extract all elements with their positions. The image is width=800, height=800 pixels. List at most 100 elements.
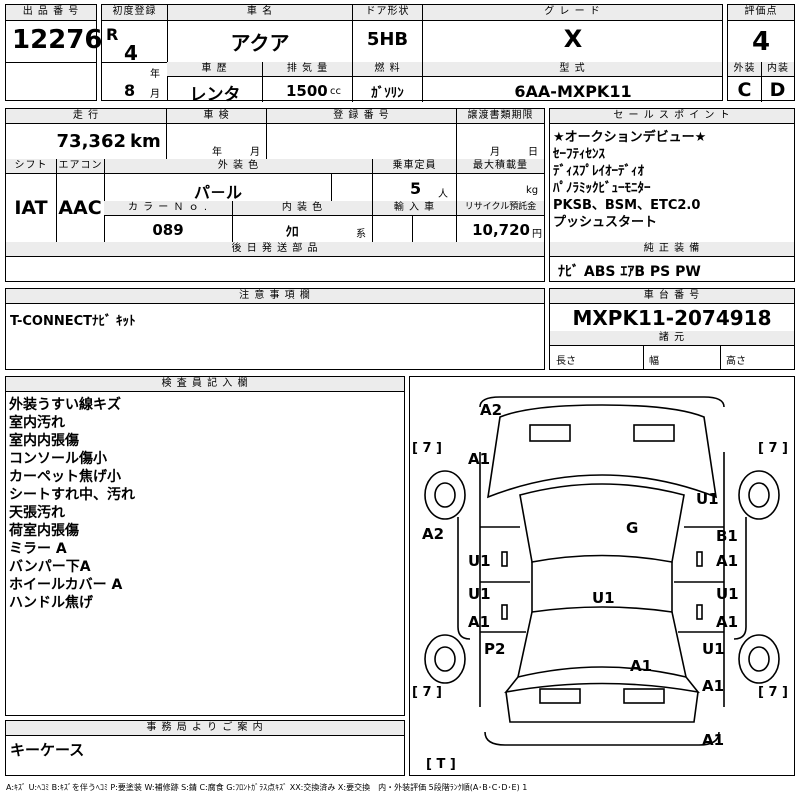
headlight-left xyxy=(539,688,581,704)
ac-label: エアコン xyxy=(56,159,104,174)
tire-front-right-depth: [ 7 ] xyxy=(412,685,442,700)
mileage-label: 走 行 xyxy=(6,109,166,124)
code-right-front-fender: P2 xyxy=(484,640,506,658)
tire-rear-right-hub xyxy=(434,482,456,508)
inspector-item: 天張汚れ xyxy=(9,505,65,521)
chassis-panel: 車 台 番 号 MXPK11-2074918 諸 元 長さ 幅 高さ xyxy=(549,288,795,370)
code-right-rear-fender: A1 xyxy=(468,450,491,468)
mileage-unit: km xyxy=(130,131,161,152)
inspector-item: ミラー A xyxy=(9,541,67,557)
car-name: アクア xyxy=(230,31,290,55)
transfer-deadline-label: 譲渡書類期限 xyxy=(456,109,544,124)
rear-panel-outline xyxy=(487,404,717,499)
inspection-year-unit: 年 xyxy=(212,147,222,158)
inspector-item: シートすれ中、汚れ xyxy=(9,487,135,503)
int-grade: D xyxy=(769,79,786,101)
windshield-outline xyxy=(516,611,688,679)
door-handle-lr xyxy=(696,551,703,567)
tire-front-left-depth: [ 7 ] xyxy=(758,685,788,700)
rear-bumper-outline xyxy=(479,396,725,408)
hood-outline xyxy=(504,676,700,694)
sales-points-list: ★オークションデビュー★ ｾｰﾌﾃｨｾﾝｽ ﾃﾞｨｽﾌﾟﾚｲｵｰﾃﾞｨｵ ﾊﾟﾉ… xyxy=(553,129,793,241)
inspector-item: コンソール傷小 xyxy=(9,451,107,467)
car-name-label: 車 名 xyxy=(167,5,352,21)
tire-rear-right-depth: [ 7 ] xyxy=(412,441,442,456)
later-parts-label: 後 日 発 送 部 品 xyxy=(6,242,544,257)
vehicle-details-grid: 走 行 車 検 登 録 番 号 譲渡書類期限 73,362 km 年 月 月 日… xyxy=(5,108,545,282)
door-handle-rr xyxy=(501,551,508,567)
tire-rear-right xyxy=(424,470,466,520)
tire-front-right xyxy=(424,634,466,684)
fuel-type: ｶﾞｿﾘﾝ xyxy=(371,86,404,101)
code-rear-top: A2 xyxy=(480,401,503,419)
office-label: 事 務 局 よ り ご 案 内 xyxy=(6,721,404,736)
height-label: 高さ xyxy=(726,356,746,367)
capacity: 5 xyxy=(410,179,422,198)
door-lines xyxy=(480,526,724,633)
code-rear-glass: G xyxy=(626,519,639,537)
inspector-item: 外装うすい線キズ xyxy=(9,397,121,413)
int-color-unit: 系 xyxy=(356,229,366,240)
office-panel: 事 務 局 よ り ご 案 内 キーケース xyxy=(5,720,405,776)
first-reg-label: 初度登録 xyxy=(102,5,167,21)
ext-color-label: 外 装 色 xyxy=(104,159,372,174)
office-text: キーケース xyxy=(10,741,85,759)
model-code: 6AA-MXPK11 xyxy=(514,82,632,101)
grade: X xyxy=(563,25,583,53)
inspector-item: 室内内張傷 xyxy=(9,433,79,449)
score: 4 xyxy=(751,27,771,57)
inspector-item: ハンドル焦げ xyxy=(9,595,93,611)
inspector-item: カーペット焦げ小 xyxy=(9,469,121,485)
code-left-front-fender-u: U1 xyxy=(702,640,725,658)
lot-number-cell: 出 品 番 号 12276 xyxy=(5,4,102,101)
fuel-label: 燃 料 xyxy=(352,62,422,77)
front-bumper-outline xyxy=(484,731,720,746)
int-color: ｸﾛ xyxy=(285,225,299,240)
max-load-unit: kg xyxy=(526,185,539,196)
lot-number-label: 出 品 番 号 xyxy=(6,5,96,21)
ext-color: パ－ル xyxy=(193,183,242,202)
headlight-right xyxy=(623,688,665,704)
inspector-item: ホイールカバー A xyxy=(9,577,123,593)
mileage: 73,362 xyxy=(56,131,126,152)
tire-rear-left-hub xyxy=(748,482,770,508)
inspector-label: 検 査 員 記 入 欄 xyxy=(6,377,404,392)
inspector-item: 室内汚れ xyxy=(9,415,65,431)
notes-text: T-CONNECTﾅﾋﾞ ｷｯﾄ xyxy=(10,314,136,329)
grade-label: グ レ ー ド xyxy=(422,5,722,21)
door-handle-lf xyxy=(696,604,703,620)
air-conditioner: AAC xyxy=(58,197,102,219)
sales-points-label: セ ー ル ス ポ イ ン ト xyxy=(550,109,794,124)
vehicle-header-grid: 初度登録 車 名 ドア形状 グ レ ー ド R 4 年 アクア 5HB X 車 … xyxy=(101,4,723,105)
inspector-item: バンパー下A xyxy=(9,559,91,575)
door-handle-rf xyxy=(501,604,508,620)
vehicle-history: レンタ xyxy=(189,85,241,105)
year-unit: 年 xyxy=(150,69,160,80)
color-no: 089 xyxy=(152,221,184,239)
code-right-side-panel: A2 xyxy=(422,525,445,543)
rear-glass-outline xyxy=(519,483,685,563)
int-grade-label: 内装 xyxy=(761,62,794,77)
month-unit: 月 xyxy=(150,89,160,100)
sales-point: ★オークションデビュー★ xyxy=(553,130,707,145)
notes-panel: 注 意 事 項 欄 T-CONNECTﾅﾋﾞ ｷｯﾄ xyxy=(5,288,545,370)
sales-point: ﾊﾟﾉﾗﾐｯｸﾋﾞｭｰﾓﾆﾀｰ xyxy=(553,181,651,196)
model-label: 型 式 xyxy=(422,62,722,77)
era-letter: R xyxy=(106,25,119,44)
tire-front-left-hub xyxy=(748,646,770,672)
inspector-list: 外装うすい線キズ 室内汚れ 室内内張傷 コンソール傷小 カーペット焦げ小 シート… xyxy=(9,396,399,711)
code-left-quarter: B1 xyxy=(716,527,738,545)
tire-front-right-hub xyxy=(434,646,456,672)
length-label: 長さ xyxy=(556,356,576,367)
transfer-month-unit: 月 xyxy=(490,147,500,158)
code-left-front-door-u: U1 xyxy=(716,585,739,603)
equipment-list: ﾅﾋﾞ ABS ｴｱB PS PW xyxy=(558,264,701,280)
year-number: 4 xyxy=(124,41,138,65)
inspector-panel: 検 査 員 記 入 欄 外装うすい線キズ 室内汚れ 室内内張傷 コンソール傷小 … xyxy=(5,376,405,716)
code-left-front-fender-a: A1 xyxy=(702,677,725,695)
capacity-unit: 人 xyxy=(438,189,448,200)
displacement-unit: cc xyxy=(330,86,341,97)
sales-point: ｾｰﾌﾃｨｾﾝｽ xyxy=(553,147,605,162)
inspection-label: 車 検 xyxy=(166,109,266,124)
car-diagram xyxy=(424,396,780,746)
